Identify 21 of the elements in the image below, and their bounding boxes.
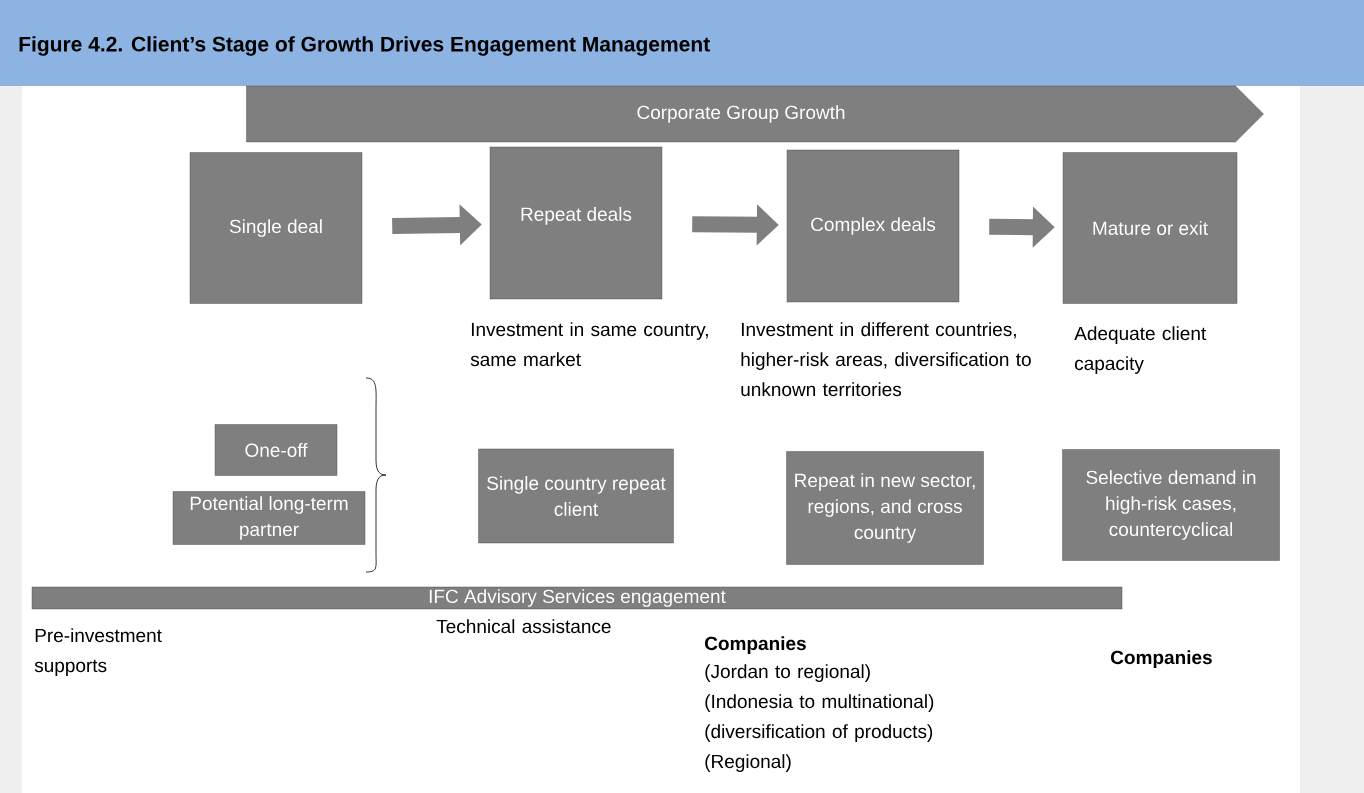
- stage-box: Potential long-term partner: [172, 491, 366, 545]
- title-banner: Figure 4.2. Client’s Stage of Growth Drives Engagement Management: [0, 0, 1364, 86]
- note: Pre-investment supports: [34, 628, 162, 676]
- stage-box: One-off: [214, 424, 338, 476]
- description: Investment in different countries, higher-risk areas, diversification to unknown territories: [741, 322, 1031, 397]
- stage-box: Complex deals: [786, 149, 960, 303]
- stage-box: Single deal: [189, 152, 363, 304]
- note: (Indonesia to multinational): [705, 694, 934, 712]
- list-heading: Companies: [705, 636, 806, 654]
- bar: IFC Advisory Services engagement: [31, 586, 1123, 610]
- stage-box: Selective demand in high-risk cases, countercyclical: [1062, 449, 1280, 561]
- stage-box: Single country repeat client: [478, 448, 674, 544]
- note: (diversification of products): [705, 724, 933, 742]
- stage-box: Repeat deals: [489, 146, 663, 300]
- description: Investment in same country, same market: [470, 322, 708, 367]
- note: (Jordan to regional): [705, 664, 870, 682]
- stage-box: Mature or exit: [1062, 152, 1238, 304]
- description: Adequate client capacity: [1074, 326, 1207, 374]
- note: (Regional): [705, 754, 791, 772]
- list-heading: Companies: [1111, 650, 1212, 668]
- stage-box: Repeat in new sector, regions, and cross country: [786, 451, 984, 565]
